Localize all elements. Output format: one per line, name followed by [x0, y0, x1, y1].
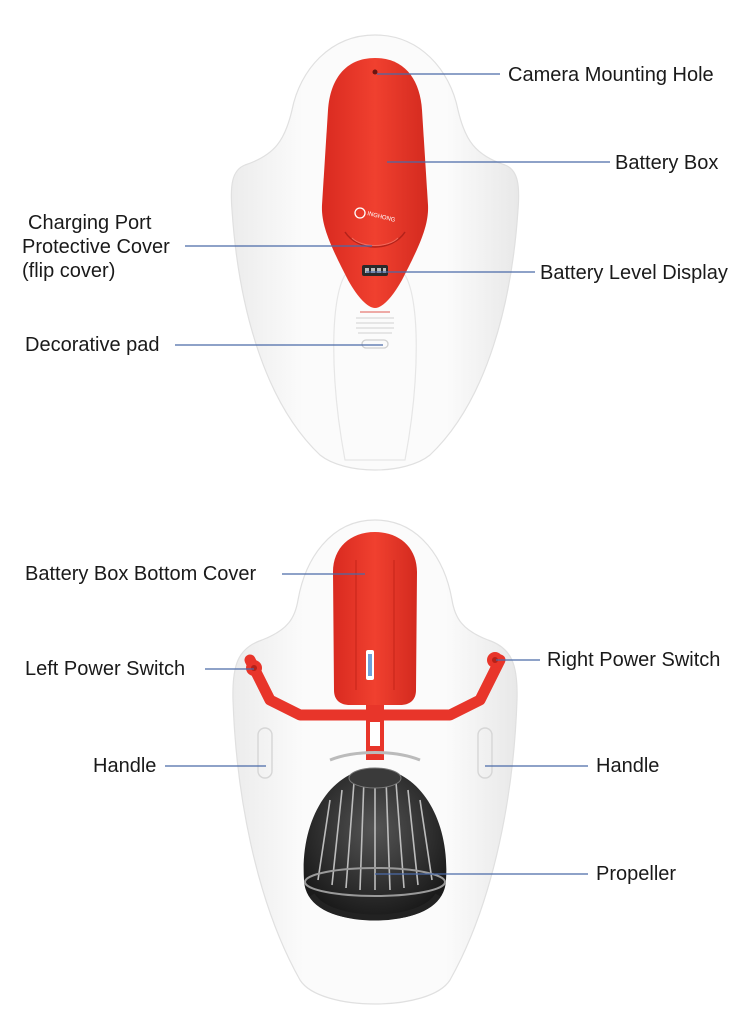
leader-lines: [165, 73, 610, 875]
top-board: [230, 34, 520, 471]
top-board-inner-panel: [333, 274, 417, 461]
label-propeller: Propeller: [596, 863, 677, 885]
label-camera-mounting-hole: Camera Mounting Hole: [508, 64, 714, 86]
warning-sticker: [356, 311, 394, 334]
label-handle-right: Handle: [596, 755, 660, 777]
brand-logo-icon: [354, 207, 366, 219]
label-left-power-switch: Left Power Switch: [25, 658, 186, 680]
label-battery-box-bottom-cover: Battery Box Bottom Cover: [25, 563, 257, 585]
label-handle-left: Handle: [93, 755, 157, 777]
label-battery-box: Battery Box: [615, 152, 719, 174]
camera-mounting-hole: [372, 69, 378, 75]
charging-port-cover: [344, 231, 406, 248]
battery-box-bottom-cover: [333, 532, 417, 705]
label-charging-port-line2: Protective Cover: [22, 236, 170, 258]
decorative-pad: [361, 339, 389, 349]
bottom-board: [232, 519, 518, 1005]
label-decorative-pad: Decorative pad: [25, 334, 160, 356]
bottom-board-body: [232, 519, 518, 1005]
label-charging-port-line3: (flip cover): [22, 260, 116, 282]
propeller: [303, 767, 447, 921]
label-charging-port-line1: Charging Port: [28, 212, 152, 234]
label-right-power-switch: Right Power Switch: [547, 649, 721, 671]
handle-right-slot: [477, 727, 493, 779]
label-charging-port-cover: Charging Port Protective Cover (flip cov…: [22, 211, 192, 283]
handle-left-slot: [257, 727, 273, 779]
label-battery-level-display: Battery Level Display: [540, 262, 728, 284]
